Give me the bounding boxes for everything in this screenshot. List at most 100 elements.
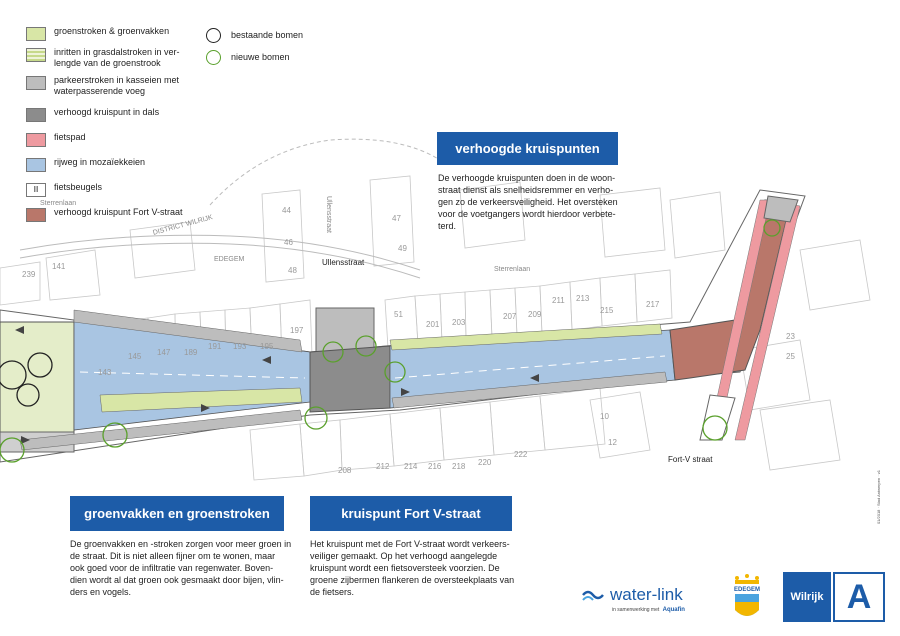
house-number: 201 <box>426 320 440 329</box>
swatch-fortv <box>26 208 46 222</box>
swatch-hatch <box>26 48 46 62</box>
edegem-crown-icon <box>735 574 759 584</box>
swatch-raised <box>26 108 46 122</box>
house-number: 23 <box>786 332 795 341</box>
house-number: 214 <box>404 462 418 471</box>
map-label-ullensstraat-vertical: Ullensstraat <box>325 196 332 233</box>
house-number: 218 <box>452 462 466 471</box>
map-label-sterrenlaan-1: Sterrenlaan <box>40 200 77 207</box>
house-number: 239 <box>22 270 36 279</box>
house-number: 193 <box>233 342 247 351</box>
aquafin-text: Aquafin <box>662 607 685 613</box>
cycle-path-east <box>734 203 801 441</box>
house-number: 189 <box>184 348 198 357</box>
house-number: 48 <box>288 266 297 275</box>
kruispunten-text: De verhoogde kruispunten doen in de woon… <box>438 173 618 231</box>
house-number: 51 <box>394 310 403 319</box>
legend-label: fietsbeugels <box>54 182 103 192</box>
swatch-cycle <box>26 133 46 147</box>
house-number: 207 <box>503 312 517 321</box>
raised-crossing-ullens <box>309 345 391 413</box>
tree-legend-item: bestaande bomen <box>206 28 303 43</box>
legend-label: bestaande bomen <box>231 30 304 40</box>
waterlink-icon <box>582 590 604 601</box>
house-number: 203 <box>452 318 466 327</box>
parking-west-top <box>73 309 303 353</box>
street-label-fortv: Fort-V straat <box>668 455 713 464</box>
legend-item: inritten in grasdalstroken in ver- lengd… <box>26 47 216 69</box>
legend-item: groenstroken & groenvakken <box>26 26 216 41</box>
fortv-bottom <box>699 394 736 441</box>
sterrenlaan-curve <box>19 234 421 271</box>
lane-markings <box>79 355 666 379</box>
waterlink-sub: in samenwerking met Aquafin <box>612 607 685 613</box>
legend-label: inritten in grasdalstroken in ver- lengd… <box>54 47 180 68</box>
legend-label: verhoogd kruispunt Fort V-straat <box>54 207 183 217</box>
credit: 01/2018 · Stad Antwerpen · v1 <box>876 470 881 525</box>
house-number: 147 <box>157 348 171 357</box>
existing-tree-icon <box>206 28 221 43</box>
legend-label: rijweg in mozaïekkeien <box>54 157 146 167</box>
house-number: 222 <box>514 450 528 459</box>
legend: groenstroken & groenvakken inritten in g… <box>26 26 216 228</box>
house-number: 12 <box>608 438 617 447</box>
swatch-parking <box>26 76 46 90</box>
legend-label: parkeerstroken in kasseien met waterpass… <box>54 75 180 96</box>
house-number: 211 <box>552 296 565 305</box>
legend-label: verhoogd kruispunt in dals <box>54 107 160 117</box>
fortv-top-paving <box>763 195 799 223</box>
house-number: 47 <box>392 214 401 223</box>
legend-label: groenstroken & groenvakken <box>54 26 170 36</box>
house-number: 145 <box>128 352 142 361</box>
tree-legend: bestaande bomen nieuwe bomen <box>206 28 303 72</box>
tree-legend-item: nieuwe bomen <box>206 50 303 65</box>
fortv-text: Het kruispunt met de Fort V-straat wordt… <box>310 539 515 597</box>
green-strip-east-top <box>389 323 663 351</box>
trees <box>0 219 781 463</box>
house-number: 209 <box>528 310 542 319</box>
parking-east <box>391 371 668 409</box>
groen-title: groenvakken en groenstroken <box>70 496 284 531</box>
sterrenlaan-curve-2 <box>19 242 421 279</box>
waterlink-text: water-link <box>610 585 683 604</box>
legend-item: fietspad <box>26 132 216 147</box>
house-number: 220 <box>478 458 492 467</box>
house-number: 197 <box>290 326 304 335</box>
wilrijk-logo: Wilrijk <box>783 572 831 622</box>
legend-item: parkeerstroken in kasseien met waterpass… <box>26 75 216 97</box>
house-number: 49 <box>398 244 407 253</box>
edegem-text: EDEGEM <box>734 587 760 593</box>
fortv-title: kruispunt Fort V-straat <box>310 496 512 531</box>
legend-item: II fietsbeugels <box>26 182 216 197</box>
map-label-edegem: EDEGEM <box>214 256 245 263</box>
green-strip-west <box>99 387 303 413</box>
lane-arrows <box>15 326 539 444</box>
house-number: 191 <box>208 342 222 351</box>
house-number: 195 <box>260 342 274 351</box>
legend-label: nieuwe bomen <box>231 52 290 62</box>
legend-item: verhoogd kruispunt in dals <box>26 107 216 122</box>
swatch-green <box>26 27 46 41</box>
kruispunten-title: verhoogde kruispunten <box>437 132 618 165</box>
street-label-ullensstraat: Ullensstraat <box>322 258 365 267</box>
waterlink-logo: water-link <box>582 585 683 605</box>
antwerpen-a-logo: A <box>833 572 885 622</box>
parking-west-bottom <box>19 409 303 451</box>
wilrijk-text: Wilrijk <box>790 591 824 603</box>
house-number: 141 <box>52 262 66 271</box>
a-logo-letter: A <box>846 577 872 616</box>
house-number: 208 <box>338 466 352 475</box>
house-number: 25 <box>786 352 795 361</box>
waterlink-sub-text: in samenwerking met <box>612 607 660 613</box>
legend-item: rijweg in mozaïekkeien <box>26 157 216 172</box>
house-number: 212 <box>376 462 390 471</box>
house-number: 215 <box>600 306 614 315</box>
legend-item: verhoogd kruispunt Fort V-straat <box>26 207 216 222</box>
new-tree-icon <box>206 50 221 65</box>
house-number: 213 <box>576 294 590 303</box>
house-number: 217 <box>646 300 660 309</box>
house-number: 46 <box>284 238 293 247</box>
swatch-roadway <box>26 158 46 172</box>
edegem-logo: EDEGEM <box>734 574 760 616</box>
